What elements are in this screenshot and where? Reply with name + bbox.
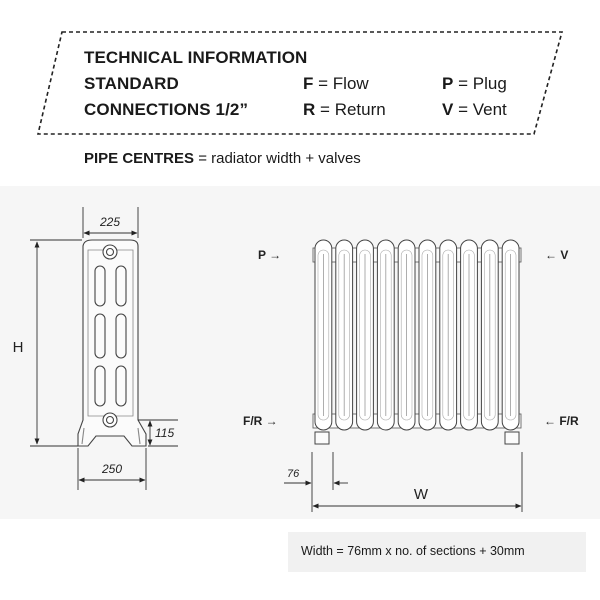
dimension-foot-height <box>138 419 178 447</box>
dimension-top-width <box>82 207 139 238</box>
width-formula: Width = 76mm x no. of sections + 30mm <box>301 544 525 558</box>
height-label: H <box>13 339 24 356</box>
pipe-centres-note: PIPE CENTRES = radiator width + valves <box>84 150 361 167</box>
info-title: TECHNICAL INFORMATION <box>84 48 308 67</box>
section-inner-outline <box>359 249 371 421</box>
section-inner-outline <box>380 249 392 421</box>
top-width-label: 225 <box>99 215 120 229</box>
section-width-label: 76 <box>287 468 300 480</box>
section-inner-outline <box>484 249 496 421</box>
legend-plug: P = Plug <box>442 74 507 93</box>
section-inner-outline <box>400 249 413 421</box>
overall-width-label: W <box>414 486 429 503</box>
port-flow-return-right-label: ← F/R <box>544 414 579 428</box>
info-box-frame <box>36 31 564 135</box>
port-vent-label: ← V <box>545 248 568 262</box>
legend-return: R = Return <box>303 100 386 119</box>
foot-right <box>504 431 520 445</box>
section-inner-outline <box>338 249 350 421</box>
front-view-radiator <box>312 239 522 445</box>
dimension-height <box>30 239 82 447</box>
section-inner-outline <box>442 249 454 421</box>
foot-height-label: 115 <box>155 426 174 440</box>
legend-flow: F = Flow <box>303 74 369 93</box>
formula-box <box>288 532 586 572</box>
info-connections: CONNECTIONS 1/2” <box>84 100 249 119</box>
legend-vent: V = Vent <box>442 100 507 119</box>
side-view-radiator <box>77 239 147 447</box>
section-inner-outline <box>317 249 330 421</box>
section-inner-outline <box>504 249 517 421</box>
dimension-base-width <box>77 448 147 490</box>
dimension-overall-width <box>312 452 523 512</box>
port-plug-label: P → <box>258 248 281 262</box>
base-width-label: 250 <box>101 462 122 476</box>
foot-left <box>314 431 330 445</box>
port-flow-return-left-label: F/R → <box>243 414 278 428</box>
dimension-section-width <box>284 452 348 512</box>
info-standard: STANDARD <box>84 74 179 93</box>
section-inner-outline <box>421 249 434 421</box>
section-inner-outline <box>463 249 475 421</box>
